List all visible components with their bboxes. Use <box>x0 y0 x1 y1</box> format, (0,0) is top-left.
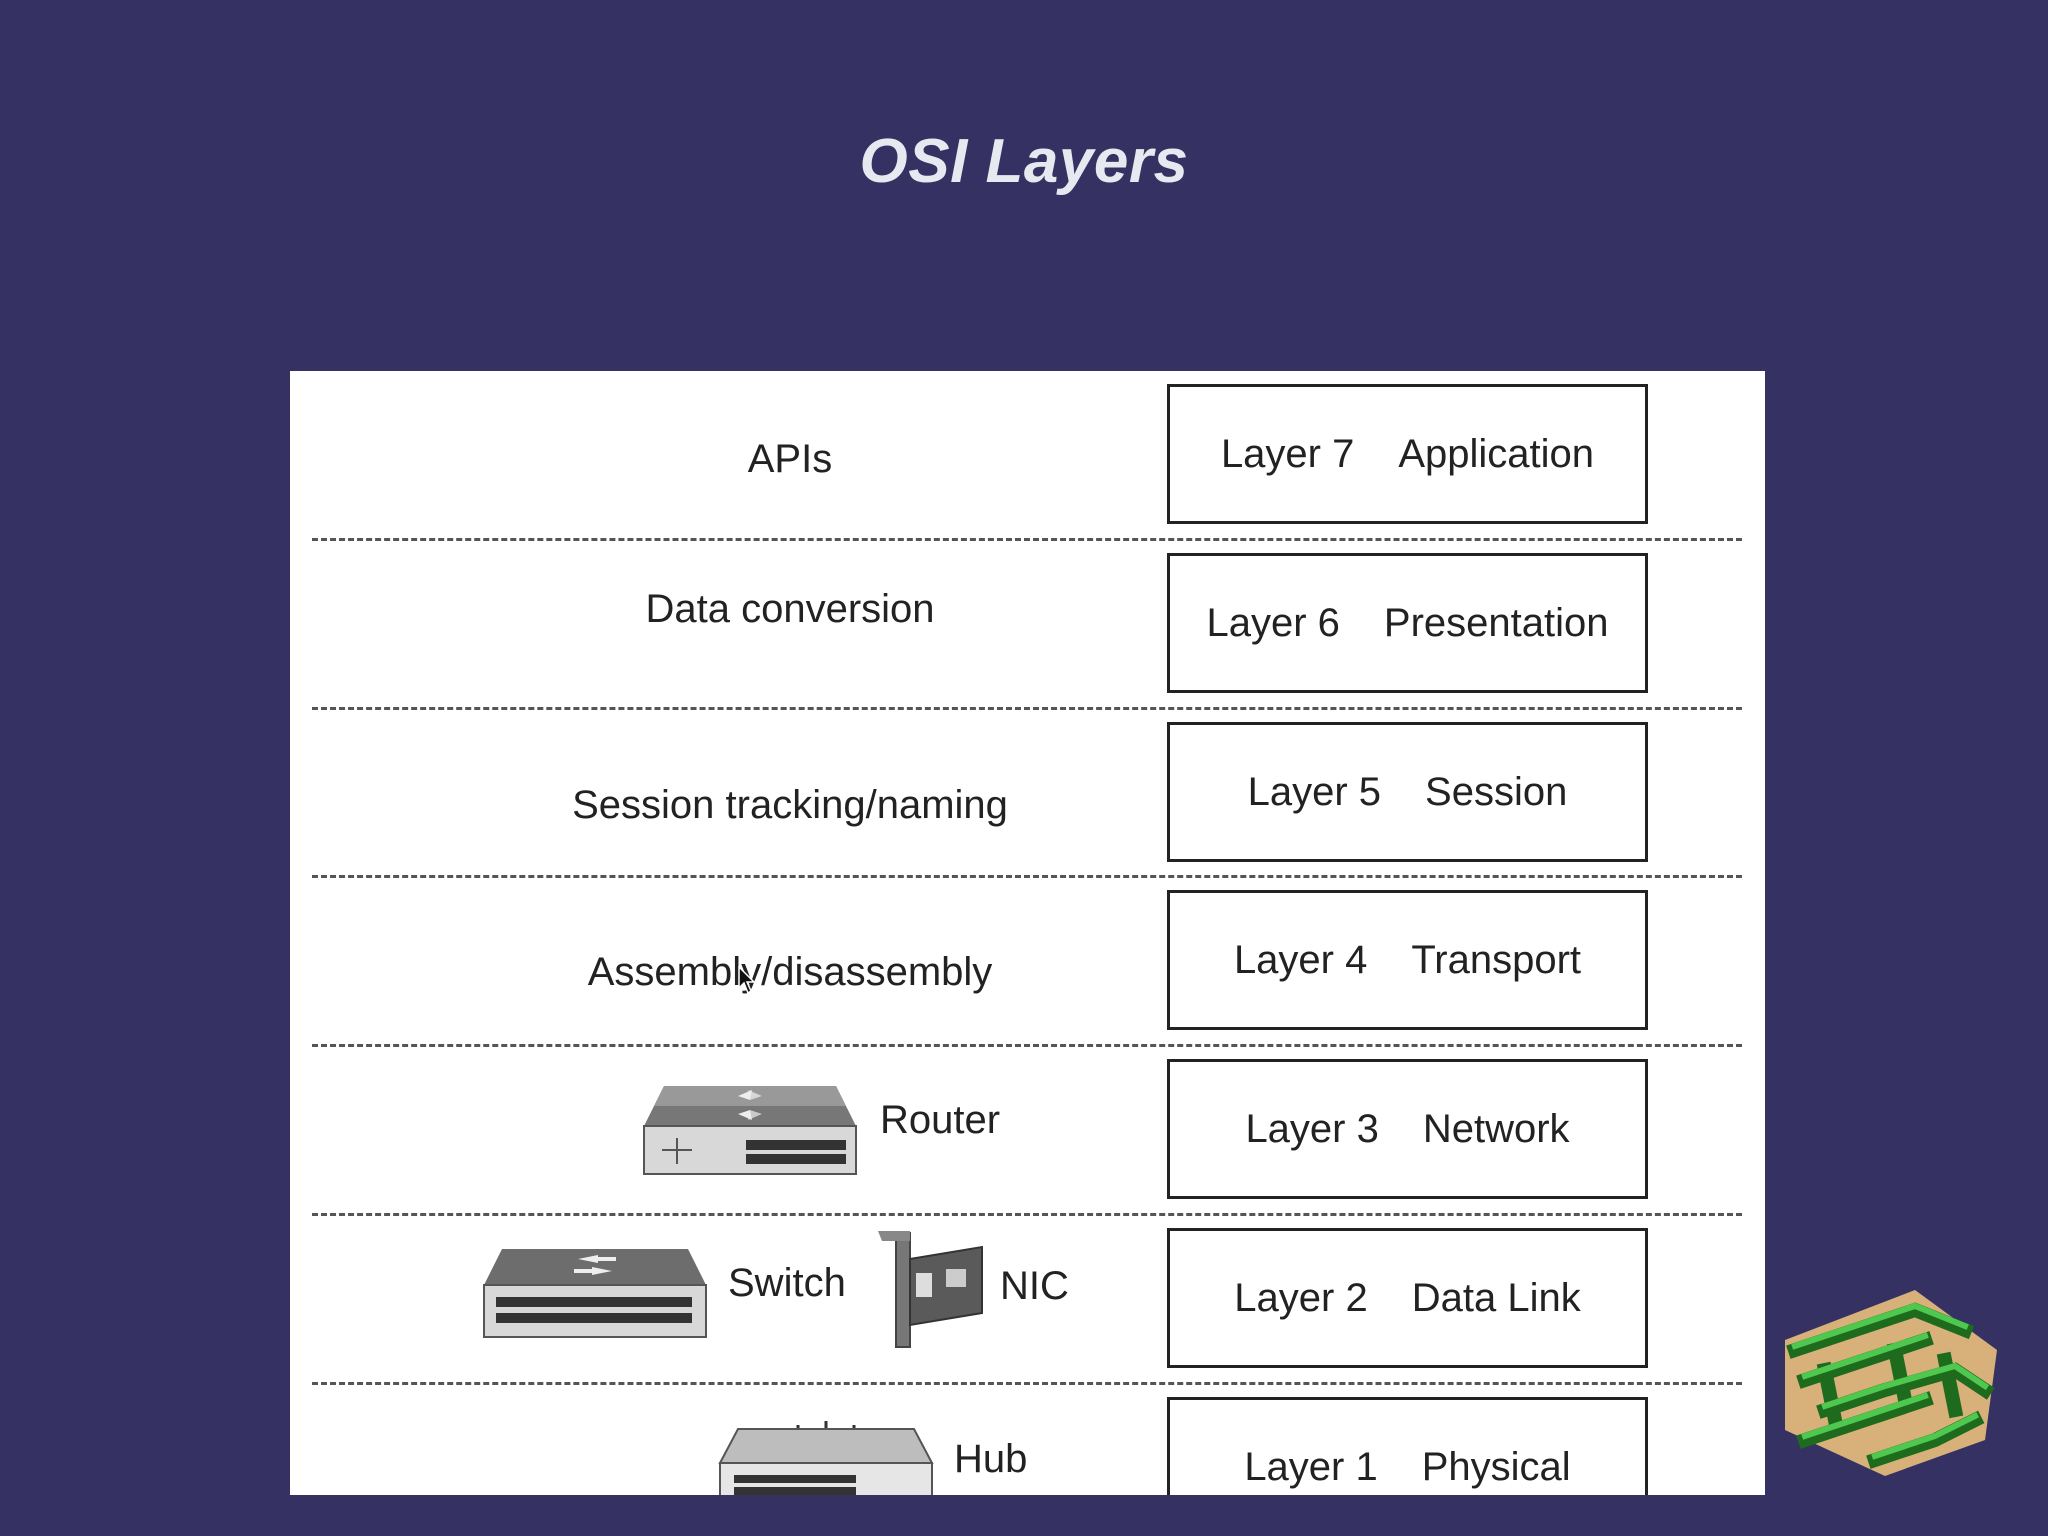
layer-1-number: Layer 1 <box>1244 1444 1378 1489</box>
layer-4-name: Transport <box>1411 937 1582 982</box>
layer-6-name: Presentation <box>1383 600 1609 645</box>
layer-1-name: Physical <box>1421 1444 1571 1489</box>
osi-diagram: Layer 7 Application APIs Layer 6 Present… <box>290 371 1765 1495</box>
layer-5-description: Session tracking/naming <box>572 783 1008 827</box>
layer-7-box: Layer 7 Application <box>1167 384 1648 524</box>
hub-label: Hub <box>954 1437 1028 1481</box>
layer-2-box: Layer 2 Data Link <box>1167 1228 1648 1368</box>
router-icon <box>643 1086 857 1175</box>
slide-title: OSI Layers <box>859 127 1189 196</box>
nic-label: NIC <box>1000 1264 1069 1308</box>
router-label: Router <box>880 1098 1001 1142</box>
layer-4-description: Assembly/disassembly <box>587 950 993 994</box>
layer-6-number: Layer 6 <box>1206 600 1340 645</box>
layer-5-box: Layer 5 Session <box>1167 722 1648 862</box>
hub-icon <box>718 1421 934 1495</box>
layer-divider <box>312 875 1742 878</box>
switch-label: Switch <box>728 1261 846 1305</box>
layer-3-number: Layer 3 <box>1245 1106 1379 1151</box>
layer-4-number: Layer 4 <box>1233 937 1368 982</box>
layer-4-box: Layer 4 Transport <box>1167 890 1648 1030</box>
maze-icon <box>1785 1290 1997 1476</box>
layer-divider <box>312 538 1742 541</box>
layer-2-number: Layer 2 <box>1234 1275 1368 1320</box>
layer-1-box: Layer 1 Physical <box>1167 1397 1648 1495</box>
layer-6-box: Layer 6 Presentation <box>1167 553 1648 693</box>
layer-3-name: Network <box>1422 1106 1570 1151</box>
layer-7-description: APIs <box>747 437 833 481</box>
layer-7-number: Layer 7 <box>1220 431 1355 476</box>
layer-5-number: Layer 5 <box>1247 769 1382 814</box>
layer-6-description: Data conversion <box>645 587 935 631</box>
nic-card-icon <box>878 1231 983 1348</box>
switch-icon <box>483 1249 707 1338</box>
layer-divider <box>312 1213 1742 1216</box>
layer-divider <box>312 1044 1742 1047</box>
layer-7-name: Application <box>1398 431 1595 476</box>
layer-divider <box>312 707 1742 710</box>
mouse-cursor-icon <box>738 966 756 995</box>
layer-divider <box>312 1382 1742 1385</box>
layer-5-name: Session <box>1425 769 1568 814</box>
layer-3-box: Layer 3 Network <box>1167 1059 1648 1199</box>
layer-2-name: Data Link <box>1411 1275 1581 1320</box>
